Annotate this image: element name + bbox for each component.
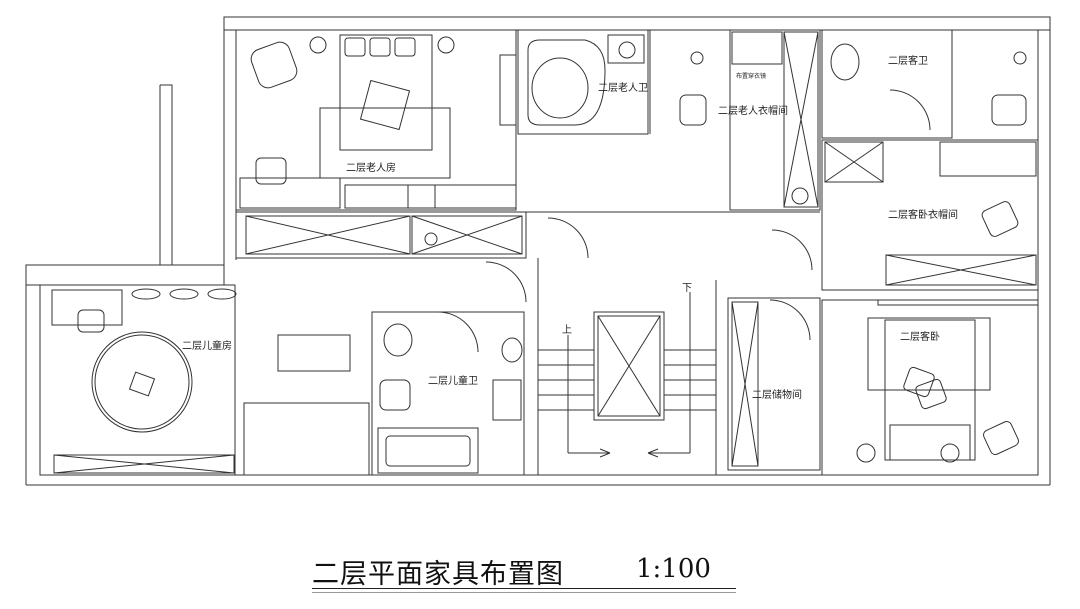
storage-area	[727, 229, 821, 471]
children-bath-area	[371, 311, 525, 476]
stair-down-label: 下	[682, 283, 692, 294]
room-label-children-bath: 二层儿童卫	[428, 374, 478, 387]
room-label-guest-bedroom: 二层客卧	[900, 330, 940, 343]
corridor-wardrobes	[235, 211, 820, 259]
guest-bath-area	[821, 29, 1027, 139]
drawing-title: 二层平面家具布置图	[312, 559, 564, 590]
elder-bath-area	[517, 29, 707, 135]
title-underline	[312, 588, 736, 589]
guest-bedroom-area	[821, 299, 1039, 476]
staircase	[485, 217, 717, 475]
children-room-area	[39, 284, 370, 476]
room-label-elder-bath: 二层老人卫	[598, 81, 648, 94]
elder-bedroom-area	[235, 29, 517, 211]
room-label-elder-closet: 二层老人衣帽间	[718, 104, 788, 117]
guest-closet-area	[821, 139, 1039, 291]
room-label-elder-bedroom: 二层老人房	[346, 161, 396, 174]
room-label-guest-closet: 二层客卧衣帽间	[888, 208, 958, 221]
room-label-storage: 二层储物间	[752, 388, 802, 401]
elder-closet-area	[729, 29, 821, 211]
stair-up-label: 上	[562, 324, 572, 336]
drawing-scale: 1:100	[636, 554, 711, 584]
room-label-guest-bath: 二层客卫	[888, 54, 928, 67]
room-label-closet-sign: 布置穿衣镜	[736, 72, 766, 80]
room-label-children-room: 二层儿童房	[182, 339, 232, 352]
title-underline-thin	[312, 592, 736, 593]
